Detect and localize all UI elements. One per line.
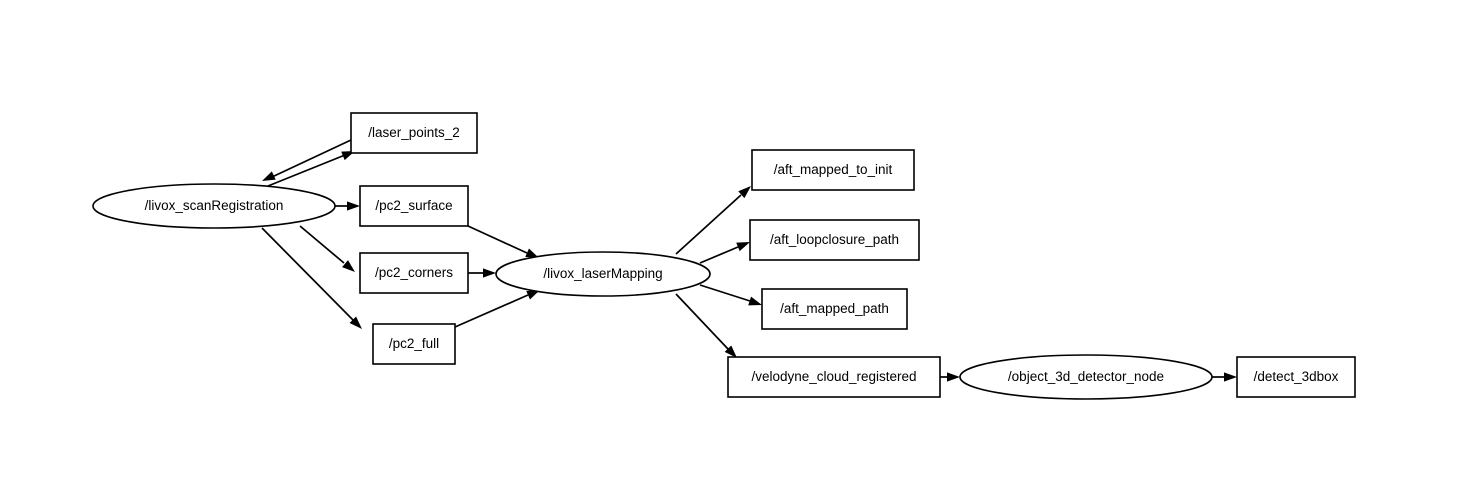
arrowhead-icon bbox=[1224, 372, 1237, 382]
node-box[interactable] bbox=[359, 252, 469, 294]
node-label: /laser_points_2 bbox=[368, 125, 460, 140]
arrowhead-icon bbox=[947, 372, 960, 382]
node-box[interactable] bbox=[372, 323, 456, 365]
arrowhead-icon bbox=[483, 268, 496, 278]
edge-livox_laserMapping-to-aft_loopclosure_path bbox=[699, 242, 750, 264]
edge-livox_scanRegistration-to-laser_points_2 bbox=[267, 151, 355, 187]
arrowhead-icon bbox=[738, 186, 751, 199]
node-box[interactable] bbox=[350, 112, 478, 154]
graph-node-velodyne_cloud_registered[interactable]: /velodyne_cloud_registered bbox=[727, 356, 941, 398]
node-label: /pc2_full bbox=[389, 336, 439, 351]
node-box[interactable] bbox=[761, 288, 908, 330]
nodes-layer: /livox_scanRegistration/laser_points_2/p… bbox=[92, 112, 1356, 400]
edges-layer bbox=[261, 139, 1237, 382]
edge-livox_laserMapping-to-aft_mapped_to_init bbox=[675, 186, 751, 255]
edge-pc2_corners-to-livox_laserMapping bbox=[468, 268, 496, 278]
edge-laser_points_2-to-livox_scanRegistration bbox=[262, 139, 352, 181]
arrowhead-icon bbox=[262, 171, 276, 181]
node-box[interactable] bbox=[727, 356, 941, 398]
edge-line bbox=[699, 284, 751, 302]
edge-livox_scanRegistration-to-pc2_full bbox=[261, 227, 362, 329]
graph-node-livox_laserMapping[interactable]: /livox_laserMapping bbox=[495, 251, 711, 297]
node-box[interactable] bbox=[359, 185, 469, 227]
arrowhead-icon bbox=[736, 242, 750, 252]
graph-node-aft_loopclosure_path[interactable]: /aft_loopclosure_path bbox=[749, 219, 920, 261]
node-label: /aft_mapped_to_init bbox=[774, 162, 893, 177]
graph-node-pc2_surface[interactable]: /pc2_surface bbox=[359, 185, 469, 227]
edge-line bbox=[267, 154, 346, 187]
arrowhead-icon bbox=[748, 296, 762, 306]
edge-object_3d_detector_node-to-detect_3dbox bbox=[1212, 372, 1237, 382]
node-label: /livox_scanRegistration bbox=[145, 198, 284, 213]
node-ellipse[interactable] bbox=[495, 251, 711, 297]
edge-line bbox=[299, 225, 345, 264]
arrowhead-icon bbox=[525, 248, 539, 258]
node-box[interactable] bbox=[751, 149, 915, 191]
graph-node-livox_scanRegistration[interactable]: /livox_scanRegistration bbox=[92, 183, 336, 229]
arrowhead-icon bbox=[724, 345, 737, 358]
edge-line bbox=[699, 246, 739, 264]
edge-livox_laserMapping-to-aft_mapped_path bbox=[699, 284, 762, 306]
edge-pc2_surface-to-livox_laserMapping bbox=[467, 225, 539, 258]
node-label: /object_3d_detector_node bbox=[1008, 369, 1164, 384]
graph-node-pc2_full[interactable]: /pc2_full bbox=[372, 323, 456, 365]
node-box[interactable] bbox=[749, 219, 920, 261]
node-label: /livox_laserMapping bbox=[543, 266, 662, 281]
edge-line bbox=[675, 194, 742, 255]
graph-node-aft_mapped_to_init[interactable]: /aft_mapped_to_init bbox=[751, 149, 915, 191]
graph-node-object_3d_detector_node[interactable]: /object_3d_detector_node bbox=[959, 354, 1213, 400]
edge-line bbox=[261, 227, 354, 321]
edge-pc2_full-to-livox_laserMapping bbox=[454, 290, 540, 328]
edge-line bbox=[454, 294, 529, 328]
edge-line bbox=[467, 225, 528, 254]
edge-line bbox=[271, 139, 352, 178]
edge-livox_scanRegistration-to-pc2_corners bbox=[299, 225, 355, 272]
edge-livox_scanRegistration-to-pc2_surface bbox=[335, 201, 360, 211]
graph-node-detect_3dbox[interactable]: /detect_3dbox bbox=[1236, 356, 1356, 398]
edge-line bbox=[675, 293, 729, 350]
node-label: /aft_mapped_path bbox=[780, 301, 889, 316]
edge-livox_laserMapping-to-velodyne_cloud_registered bbox=[675, 293, 737, 358]
node-label: /velodyne_cloud_registered bbox=[751, 369, 916, 384]
graph-node-pc2_corners[interactable]: /pc2_corners bbox=[359, 252, 469, 294]
graph-node-aft_mapped_path[interactable]: /aft_mapped_path bbox=[761, 288, 908, 330]
arrowhead-icon bbox=[342, 260, 355, 272]
node-label: /detect_3dbox bbox=[1254, 369, 1339, 384]
node-label: /pc2_corners bbox=[375, 265, 453, 280]
node-label: /pc2_surface bbox=[375, 198, 452, 213]
arrowhead-icon bbox=[349, 316, 362, 329]
node-ellipse[interactable] bbox=[959, 354, 1213, 400]
node-ellipse[interactable] bbox=[92, 183, 336, 229]
node-label: /aft_loopclosure_path bbox=[770, 232, 899, 247]
graph-node-laser_points_2[interactable]: /laser_points_2 bbox=[350, 112, 478, 154]
arrowhead-icon bbox=[526, 290, 540, 300]
edge-velodyne_cloud_registered-to-object_3d_detector_node bbox=[940, 372, 960, 382]
node-box[interactable] bbox=[1236, 356, 1356, 398]
arrowhead-icon bbox=[347, 201, 360, 211]
